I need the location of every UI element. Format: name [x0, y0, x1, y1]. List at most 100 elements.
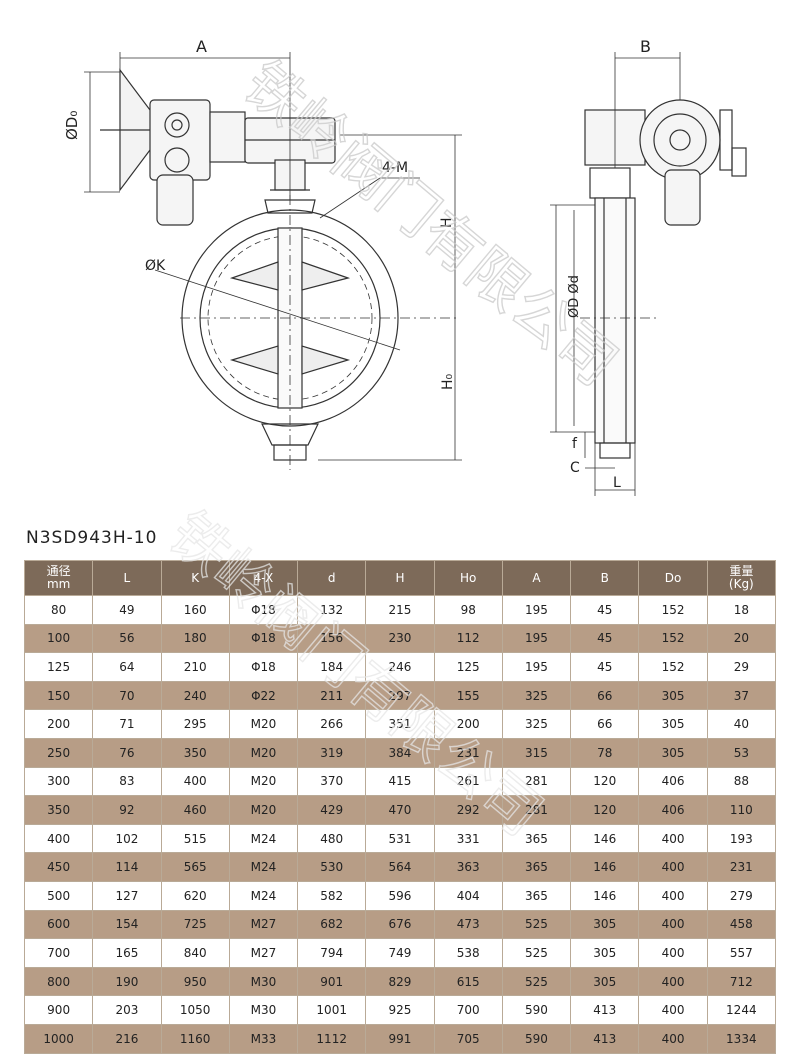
- table-cell: 120: [570, 766, 640, 797]
- table-cell: 37: [706, 680, 777, 711]
- table-cell: 991: [365, 1023, 435, 1054]
- table-cell: M30: [228, 966, 299, 997]
- column-header-text: Ho: [460, 570, 477, 585]
- table-cell: 215: [365, 595, 435, 625]
- table-cell: 80: [23, 595, 94, 625]
- label-A: A: [196, 37, 207, 56]
- table-cell: 195: [501, 652, 572, 682]
- table-cell: 45: [570, 623, 640, 654]
- column-header-text: L: [123, 570, 131, 585]
- table-cell: 132: [297, 595, 367, 625]
- table-cell: 400: [638, 938, 708, 968]
- column-header: Do: [638, 560, 708, 596]
- table-cell: 400: [160, 766, 230, 797]
- table-cell: 901: [297, 966, 367, 997]
- column-header-text: mm: [46, 577, 71, 591]
- table-cell: 203: [92, 995, 162, 1025]
- table-cell: 66: [570, 709, 640, 739]
- table-cell: 400: [638, 880, 708, 911]
- label-4M: 4-M: [382, 160, 408, 176]
- table-cell: 297: [365, 680, 435, 711]
- label-Ho: H₀: [440, 373, 456, 390]
- table-cell: M30: [228, 995, 299, 1025]
- table-cell: 200: [23, 709, 94, 739]
- table-cell: 146: [570, 880, 640, 911]
- table-cell: M20: [228, 737, 299, 768]
- table-cell: 266: [297, 709, 367, 739]
- table-cell: 1160: [160, 1023, 230, 1054]
- table-cell: M27: [228, 909, 299, 940]
- column-header-text: K: [191, 570, 200, 585]
- table-cell: 112: [433, 623, 503, 654]
- table-cell: 415: [365, 766, 435, 797]
- table-cell: 331: [433, 823, 503, 854]
- table-cell: 531: [365, 823, 435, 854]
- table-cell: 413: [570, 995, 640, 1025]
- table-cell: 350: [23, 795, 94, 825]
- table-cell: 152: [638, 623, 708, 654]
- table-cell: 406: [638, 766, 708, 797]
- table-cell: 29: [706, 652, 777, 682]
- table-cell: 45: [570, 652, 640, 682]
- table-cell: 98: [433, 595, 503, 625]
- table-cell: 146: [570, 823, 640, 854]
- table-cell: 400: [638, 823, 708, 854]
- table-cell: 370: [297, 766, 367, 797]
- table-cell: 246: [365, 652, 435, 682]
- table-cell: 470: [365, 795, 435, 825]
- table-cell: M20: [228, 795, 299, 825]
- column-header: d: [297, 560, 367, 596]
- table-cell: 749: [365, 938, 435, 968]
- table-cell: 195: [501, 623, 572, 654]
- label-C: C: [570, 460, 580, 476]
- label-D-d: ØD Ød: [567, 275, 582, 318]
- table-cell: 281: [501, 766, 572, 797]
- table-cell: M24: [228, 823, 299, 854]
- table-cell: 114: [92, 852, 162, 882]
- table-cell: 305: [570, 909, 640, 940]
- table-cell: 305: [570, 938, 640, 968]
- actuator-box: [149, 99, 211, 181]
- table-cell: 230: [365, 623, 435, 654]
- table-cell: 305: [638, 680, 708, 711]
- table-cell: 305: [638, 709, 708, 739]
- table-cell: 200: [433, 709, 503, 739]
- table-cell: 925: [365, 995, 435, 1025]
- label-K: ØK: [145, 258, 166, 274]
- table-cell: 240: [160, 680, 230, 711]
- table-cell: 564: [365, 852, 435, 882]
- table-cell: 829: [365, 966, 435, 997]
- table-cell: 231: [706, 852, 777, 882]
- table-cell: 319: [297, 737, 367, 768]
- table-cell: 315: [501, 737, 572, 768]
- table-cell: 1334: [706, 1023, 777, 1054]
- table-cell: M33: [228, 1023, 299, 1054]
- label-f: f: [572, 436, 578, 452]
- table-cell: 700: [23, 938, 94, 968]
- column-header: A: [501, 560, 572, 596]
- table-cell: 325: [501, 709, 572, 739]
- column-header: H: [365, 560, 435, 596]
- side-body: [594, 197, 636, 444]
- table-cell: 596: [365, 880, 435, 911]
- table-cell: 365: [501, 823, 572, 854]
- table-cell: 300: [23, 766, 94, 797]
- table-cell: 725: [160, 909, 230, 940]
- column-header-text: 通径: [46, 564, 71, 578]
- table-cell: 125: [23, 652, 94, 682]
- table-cell: 525: [501, 966, 572, 997]
- table-cell: 152: [638, 595, 708, 625]
- table-cell: 78: [570, 737, 640, 768]
